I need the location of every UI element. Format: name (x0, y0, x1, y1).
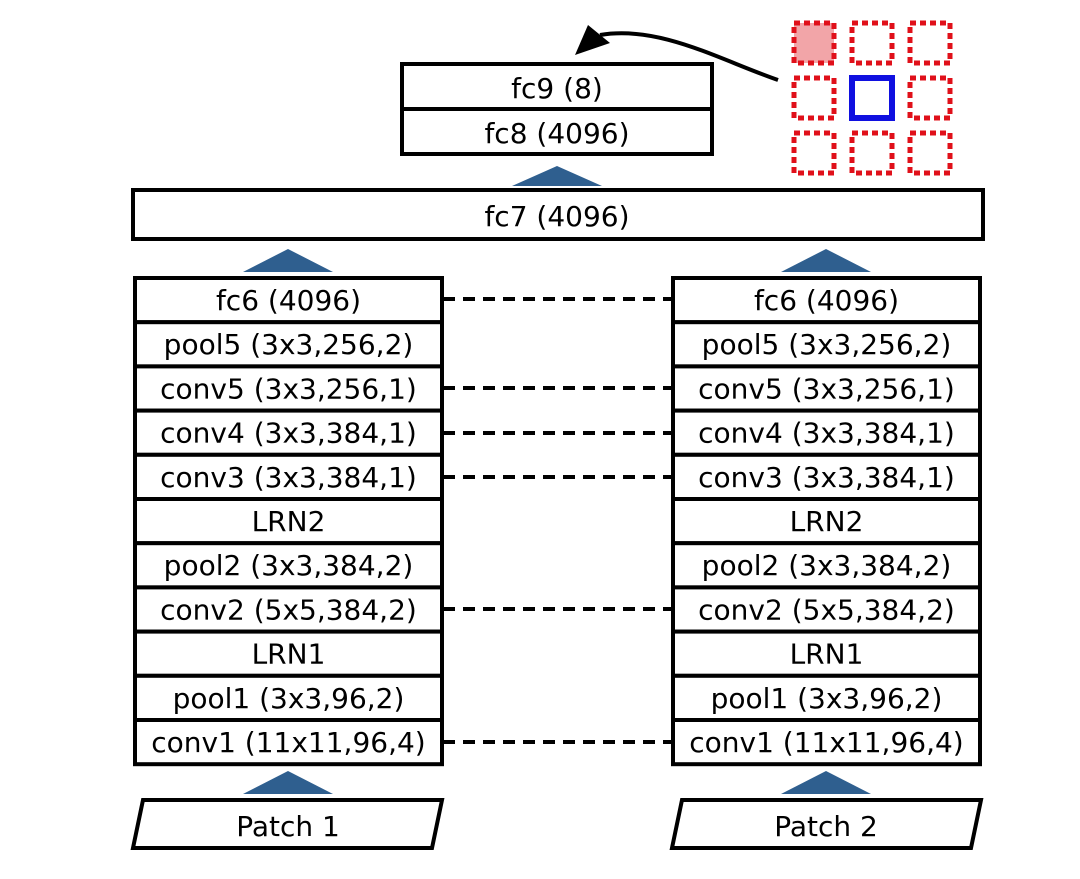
layer-label: fc6 (4096) (754, 284, 899, 317)
arrow-patch2-to-conv1 (781, 771, 871, 794)
layer-label: LRN2 (252, 505, 326, 538)
fc8-box (400, 107, 714, 156)
layer-label: conv2 (5x5,384,2) (698, 593, 955, 626)
fc9-label: fc9 (8) (511, 72, 603, 105)
grid-cell-highlight (794, 23, 834, 63)
layer-label: LRN2 (790, 505, 864, 538)
fc9-fc8-stack: fc9 (8) fc8 (4096) (400, 62, 714, 156)
patch-1-shape (130, 798, 445, 850)
patch-1-input: Patch 1 (130, 798, 445, 850)
layer-label: conv1 (11x11,96,4) (151, 726, 425, 759)
layer-label: pool5 (3x3,256,2) (164, 328, 414, 361)
layer-box (671, 452, 982, 501)
layer-label: conv5 (3x3,256,1) (698, 372, 955, 405)
layer-box (133, 452, 444, 501)
layer-box (671, 585, 982, 634)
shared-weight-links (443, 297, 672, 744)
patch-1-label: Patch 1 (236, 810, 340, 843)
layer-label: LRN1 (790, 638, 864, 671)
fc7-layer: fc7 (4096) (131, 188, 985, 241)
layer-box (671, 718, 982, 767)
arrow-right-tower-to-fc7 (781, 249, 871, 272)
grid-cell (791, 130, 837, 176)
layer-label: conv1 (11x11,96,4) (689, 726, 963, 759)
grid-cell (907, 20, 953, 66)
layer-box (671, 629, 982, 678)
layer-label: conv4 (3x3,384,1) (698, 417, 955, 450)
layer-box (133, 541, 444, 590)
layer-label: conv2 (5x5,384,2) (160, 593, 417, 626)
curved-arrow-line (599, 31, 779, 82)
grid-cell (791, 75, 837, 121)
patch-2-label: Patch 2 (774, 810, 878, 843)
layer-box (671, 364, 982, 413)
layer-label: pool1 (3x3,96,2) (711, 682, 943, 715)
layer-box (671, 320, 982, 369)
patch-2-input: Patch 2 (669, 798, 984, 850)
layer-label: fc6 (4096) (216, 284, 361, 317)
layer-label: pool5 (3x3,256,2) (702, 328, 952, 361)
grid-cell (849, 20, 895, 66)
layer-box (133, 718, 444, 767)
grid-cell (907, 75, 953, 121)
right-tower: fc6 (4096) pool5 (3x3,256,2) conv5 (3x3,25… (671, 276, 982, 767)
layer-label: pool2 (3x3,384,2) (164, 549, 414, 582)
patch-2-shape (669, 798, 984, 850)
arrow-patch1-to-conv1 (243, 771, 333, 794)
curved-arrow-head (575, 25, 610, 55)
layer-box (133, 276, 444, 325)
layer-label: conv5 (3x3,256,1) (160, 372, 417, 405)
layer-label: conv4 (3x3,384,1) (160, 417, 417, 450)
fc7-label: fc7 (4096) (484, 200, 629, 233)
layer-box (133, 364, 444, 413)
layer-label: conv3 (3x3,384,1) (160, 461, 417, 494)
fc7-box (131, 188, 985, 241)
fc8-label: fc8 (4096) (484, 117, 629, 150)
arrow-left-tower-to-fc7 (243, 249, 333, 272)
layer-label: pool1 (3x3,96,2) (173, 682, 405, 715)
layer-label: pool2 (3x3,384,2) (702, 549, 952, 582)
layer-label: conv3 (3x3,384,1) (698, 461, 955, 494)
grid-cell (849, 130, 895, 176)
layer-box (671, 497, 982, 546)
grid-cell (791, 20, 837, 66)
grid-cell-center (849, 75, 895, 121)
layer-box (671, 673, 982, 722)
left-tower: fc6 (4096) pool5 (3x3,256,2) conv5 (3x3,25… (133, 276, 444, 767)
arrow-fc7-to-fc8 (512, 166, 602, 186)
grid-cell (907, 130, 953, 176)
layer-label: LRN1 (252, 638, 326, 671)
patch-grid-icon (791, 20, 953, 176)
